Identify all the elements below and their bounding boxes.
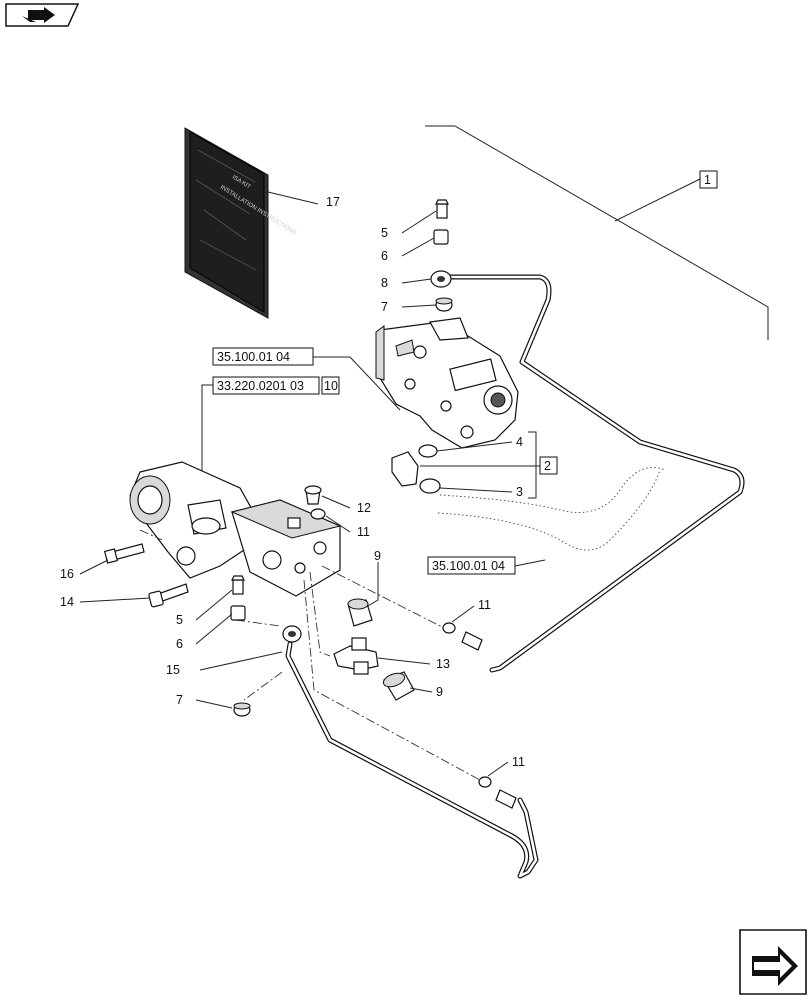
bolt-5-lower bbox=[231, 575, 245, 595]
callout-8: 8 bbox=[381, 276, 388, 290]
ref-mid-code: 33.220.0201 03 bbox=[217, 379, 304, 393]
group-box-2 bbox=[539, 456, 558, 475]
callout-11-mid: 11 bbox=[478, 598, 491, 612]
cap-9-lower bbox=[382, 671, 415, 701]
callout-7-lower: 7 bbox=[176, 693, 183, 707]
washer-6-lower bbox=[230, 605, 246, 621]
callout-4: 4 bbox=[516, 435, 523, 449]
plug-12 bbox=[304, 485, 322, 505]
group-box-1-label: 1 bbox=[704, 173, 711, 187]
nut-7-lower bbox=[233, 702, 251, 717]
control-valve-assembly bbox=[129, 461, 342, 597]
group-box-1 bbox=[699, 170, 718, 189]
callout-6-lower: 6 bbox=[176, 637, 183, 651]
callout-11-top: 11 bbox=[357, 525, 370, 539]
ref-mid-num: 10 bbox=[324, 379, 338, 393]
callout-15: 15 bbox=[166, 663, 180, 677]
book-arrow-icon[interactable] bbox=[5, 3, 80, 27]
washer-11-mid bbox=[442, 622, 456, 634]
banjo-15 bbox=[282, 625, 302, 643]
ref-box-mid-num bbox=[321, 376, 340, 395]
next-page-arrow-icon[interactable] bbox=[739, 929, 807, 995]
callout-12: 12 bbox=[357, 501, 371, 515]
pipe-nut-upper bbox=[461, 631, 483, 651]
bolt-5-upper bbox=[435, 199, 449, 219]
bolt-16 bbox=[103, 543, 145, 564]
callout-11-bottom: 11 bbox=[512, 755, 525, 769]
callout-6-upper: 6 bbox=[381, 249, 388, 263]
callout-13: 13 bbox=[436, 657, 450, 671]
washer-11-bottom bbox=[478, 776, 492, 788]
washer-6-upper bbox=[433, 229, 449, 245]
callout-7-upper: 7 bbox=[381, 300, 388, 314]
hydraulic-valve-body bbox=[375, 317, 519, 449]
ref-bottom-label: 35.100.01 04 bbox=[432, 559, 505, 573]
cap-9-upper bbox=[347, 598, 373, 627]
ref-top-label: 35.100.01 04 bbox=[217, 350, 290, 364]
banjo-8 bbox=[430, 270, 452, 288]
callout-16: 16 bbox=[60, 567, 74, 581]
callout-3: 3 bbox=[516, 485, 523, 499]
callout-5-upper: 5 bbox=[381, 226, 388, 240]
callout-5-lower: 5 bbox=[176, 613, 183, 627]
callout-14: 14 bbox=[60, 595, 74, 609]
callout-9-upper: 9 bbox=[374, 549, 381, 563]
elbow-fitting bbox=[391, 444, 441, 494]
callout-9-lower: 9 bbox=[436, 685, 443, 699]
group-box-2-label: 2 bbox=[544, 459, 551, 473]
installation-booklet: ISA KIT INSTALLATION INSTRUCTIONS bbox=[184, 127, 297, 319]
tee-fitting-13 bbox=[333, 637, 379, 675]
nut-7-upper bbox=[435, 297, 453, 312]
washer-11-top bbox=[310, 508, 326, 520]
bolt-14 bbox=[148, 583, 189, 608]
pipe-nut-lower bbox=[495, 789, 517, 809]
callout-17: 17 bbox=[326, 195, 340, 209]
